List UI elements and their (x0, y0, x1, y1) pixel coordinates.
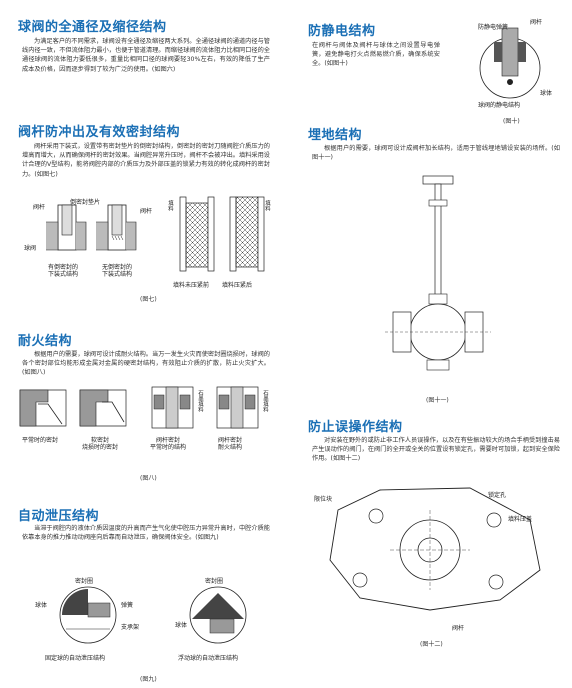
fig7-stem-diagram (46, 204, 137, 251)
buried-title: 埋地结构 (308, 128, 363, 143)
full-bore-title: 球阀的全通径及缩径结构 (18, 20, 167, 35)
fig7-label-stem: 阀杆 (33, 204, 46, 211)
fig10-antistatic-diagram (479, 27, 541, 99)
fig7-label-stem2: 阀杆 (140, 208, 153, 215)
fig12-label-stem: 阀杆 (452, 625, 465, 632)
anti-misop-title: 防止误操作结构 (308, 420, 403, 435)
fig10-label-ball: 球体 (540, 90, 553, 97)
fig8-caption: (图八) (140, 475, 157, 482)
fig12-label-limit-block: 限位块 (314, 496, 333, 503)
fig7-label-packing-after: 填料压紧后 (222, 282, 253, 289)
fig11-buried-valve (385, 175, 491, 371)
fig7-label-with-backseat: 有倒密封的 下装式结构 (48, 264, 79, 278)
fire-safe-title: 耐火结构 (18, 334, 73, 349)
fig9-label-seal-ring-r: 密封圈 (205, 578, 224, 585)
self-relief-text: 当滞于阀腔内的液体介质因温度的升高而产生气化使中腔压力异常升高时，中腔介质能依靠… (22, 525, 270, 542)
buried-text: 根据用户的需要，球阀可设计成阀杆加长结构，适用于管线埋地铺设安装的场所。(如图十… (312, 145, 560, 162)
fig8-tag1: 石墨填料 (197, 390, 203, 412)
fig8-label-stem-fire: 阀杆密封 耐火结构 (218, 437, 243, 451)
fig8-soft-burnt-seal (79, 389, 127, 427)
self-relief-title: 自动泄压结构 (18, 509, 100, 524)
fig9-label-spring: 弹簧 (121, 602, 134, 609)
fig12-label-gland: 填料压盖 (508, 516, 533, 523)
anti-misop-text: 对安装在野外的或防止非工作人员误操作，以及在有些振动较大的场合手柄受到撞击易产生… (312, 437, 560, 463)
fig8-label-soft-burnt: 软密封 烧损时的密封 (82, 437, 119, 451)
antistatic-text: 在阀杆与阀体及阀杆与球体之间设置导电弹簧，避免静电打火点燃易燃介质，确保系统安全… (312, 42, 440, 68)
fig8-stem-fire (216, 386, 259, 429)
fig8-label-normal: 平常时的密封 (22, 437, 59, 444)
fig8-label-stem-normal: 阀杆密封 平常时的结构 (150, 437, 187, 451)
fig8-normal-seal (19, 389, 67, 427)
fig10-label-name: 球阀的静电结构 (478, 102, 521, 109)
fig7-packing-diagram (179, 196, 265, 272)
fig7-label-packing-l: 填料 (167, 200, 173, 211)
fig10-caption: (图十) (503, 118, 520, 125)
fig12-lock-diagram (329, 487, 541, 611)
fig7-label-without-backseat: 无倒密封的 下装式结构 (102, 264, 133, 278)
fig9-fixed-ball (59, 586, 117, 644)
fig8-stem-normal (151, 386, 194, 429)
fig11-caption: (图十一) (426, 397, 449, 404)
full-bore-text: 为满足客户的不同需求，球阀设有全通径及缩径两大系列。全通径球阀的通道内径与管线内… (22, 38, 270, 73)
fig7-label-packing-before: 填料未压紧前 (173, 282, 210, 289)
fig7-label-gasket: 倒密封垫片 (70, 199, 101, 206)
antistatic-title: 防静电结构 (308, 24, 376, 39)
fig10-label-spring: 防静电弹簧 (478, 24, 509, 31)
fig9-label-seal-ring-l: 密封圈 (75, 578, 94, 585)
fig8-tag2: 石墨填料 (262, 390, 268, 412)
fig12-label-lock-hole: 锁定孔 (488, 492, 507, 499)
fig9-label-fixed: 固定球的自动泄压结构 (45, 655, 106, 662)
fig10-label-stem: 阀杆 (530, 19, 543, 26)
anti-blowout-title: 阀杆防冲出及有效密封结构 (18, 125, 181, 140)
fig9-floating-ball (189, 586, 247, 644)
fig7-label-packing-r: 填料 (264, 200, 270, 211)
fig7-label-ball: 球阀 (24, 245, 37, 252)
fig9-label-ball-l: 球体 (35, 602, 48, 609)
fig9-label-floating: 浮动球的自动泄压结构 (178, 655, 239, 662)
fig12-caption: (图十二) (420, 641, 443, 648)
anti-blowout-text: 阀杆采用下装式，设置带有密封垫片的倒密封结构，倒密封的密封刀随阀腔介质压力的增高… (22, 143, 270, 178)
fig9-label-ball-r: 球体 (175, 622, 188, 629)
fig7-caption: (图七) (140, 296, 157, 303)
fire-safe-text: 根据用户的需要，球阀可设计成耐火结构。当万一发生火灾而使密封圈烧损时，球阀的各个… (22, 351, 270, 377)
fig9-label-support: 支承架 (121, 624, 140, 631)
fig9-caption: (图九) (140, 676, 157, 683)
